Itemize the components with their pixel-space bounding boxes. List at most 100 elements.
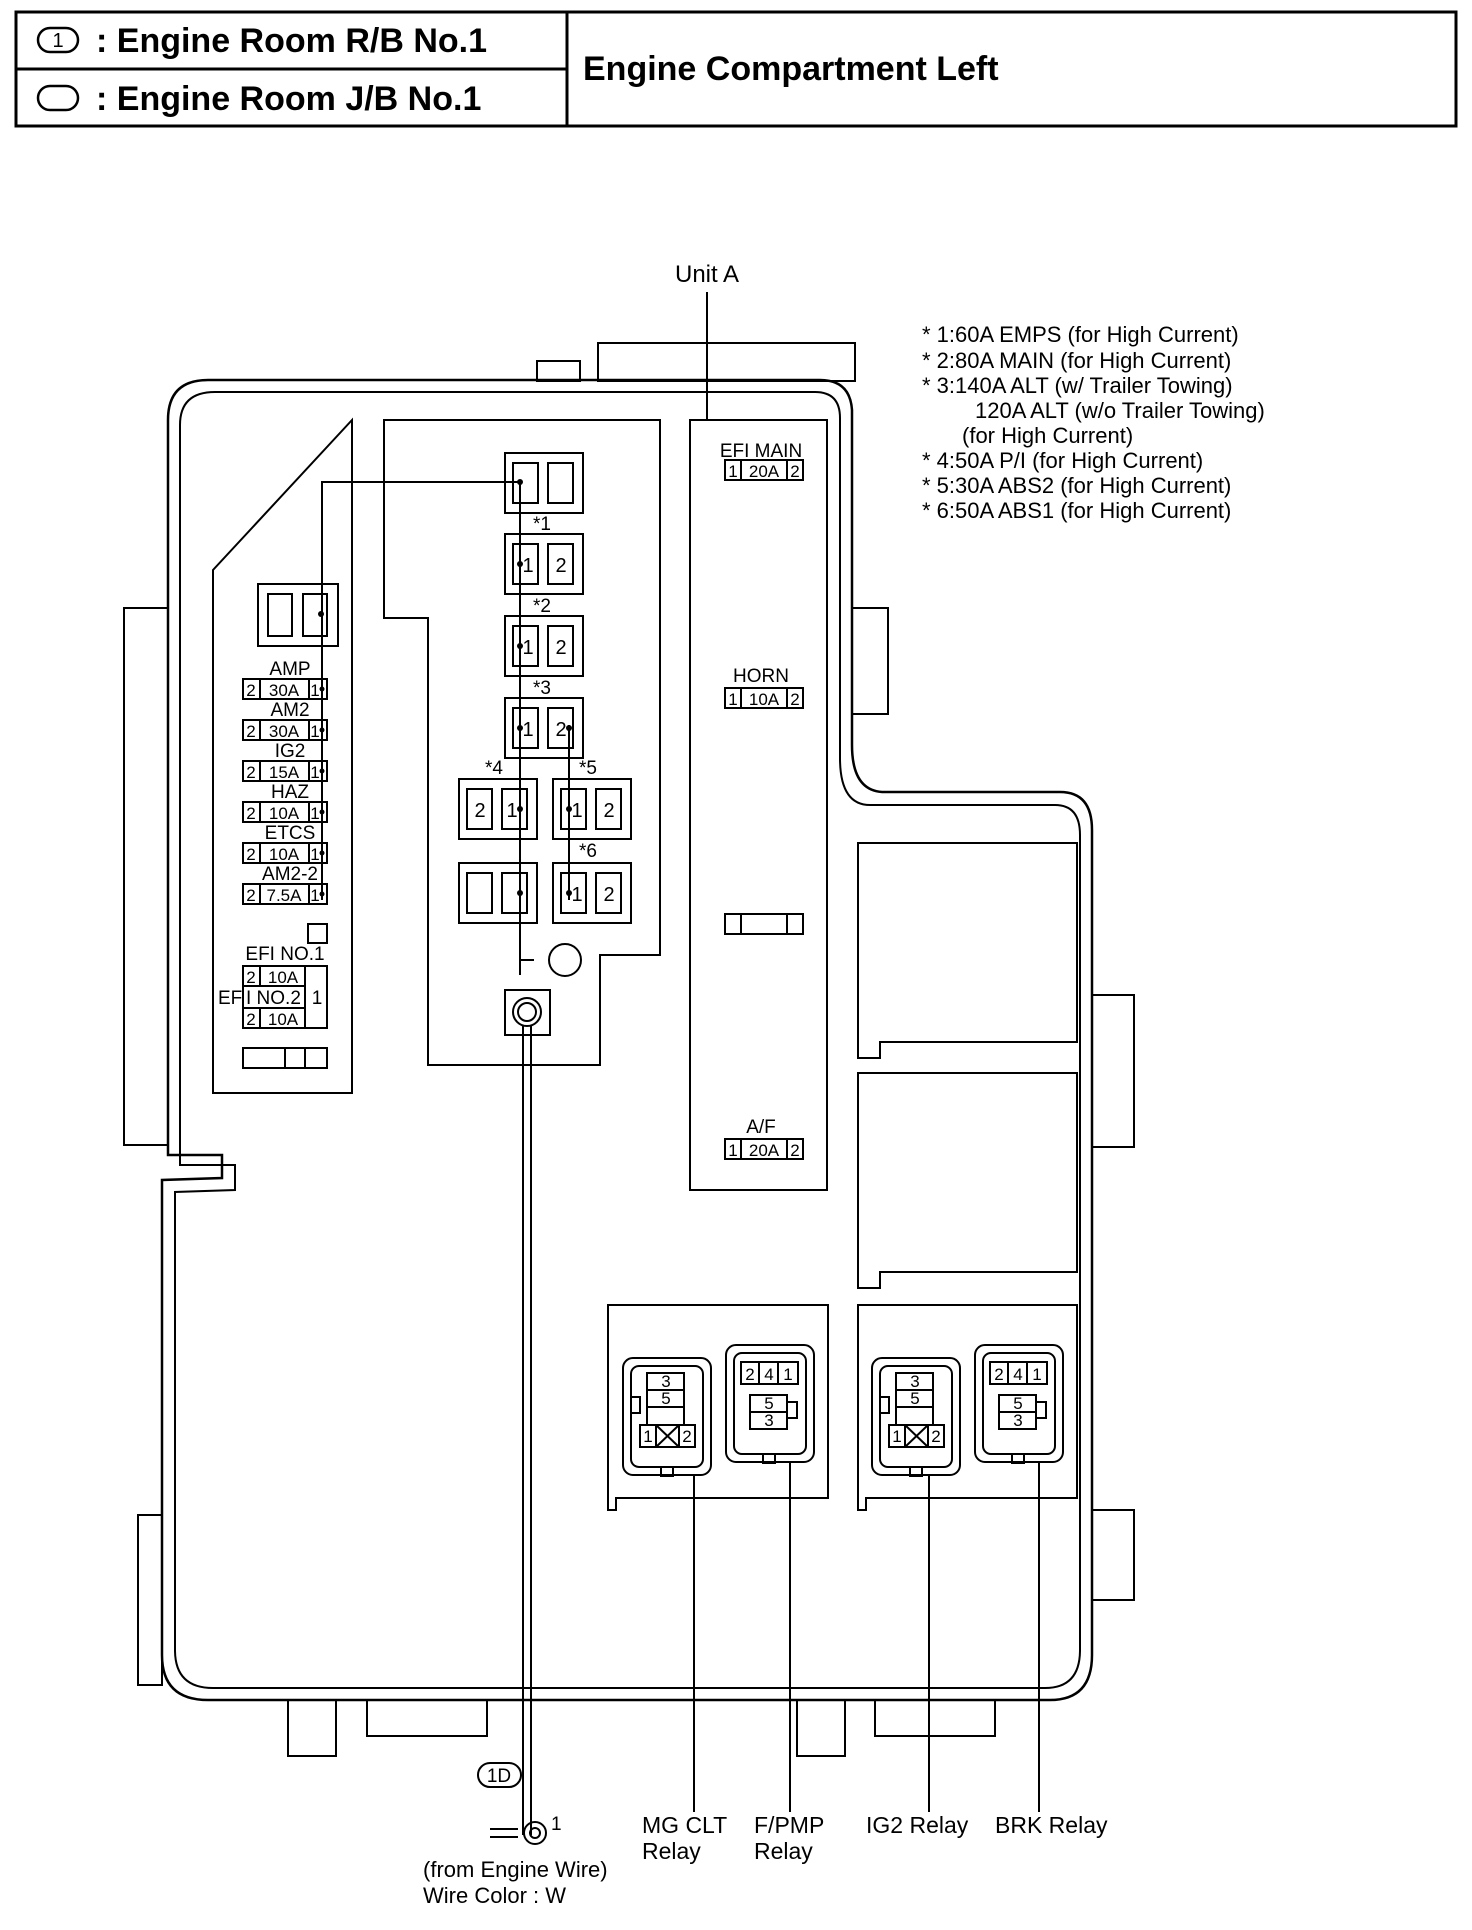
fuse-pin-right: 2 xyxy=(790,1141,799,1160)
relay-pin: 2 xyxy=(745,1365,754,1384)
fuse-pin-right: 2 xyxy=(790,462,799,481)
fusible-link-5: 1 2 xyxy=(552,778,632,840)
mg-clt-relay-label: Relay xyxy=(642,1838,701,1864)
mg-clt-relay: 3 5 1 2 xyxy=(622,1357,712,1812)
ig2-relay-label: IG2 Relay xyxy=(866,1812,969,1838)
fuse-amperage: 20A xyxy=(749,1141,780,1160)
efi-no1-pin: 2 xyxy=(246,968,255,987)
relay-pin: 1 xyxy=(643,1427,652,1446)
fuse-pin-left: 1 xyxy=(728,690,737,709)
unit-a-panel: EFI MAIN 1 20A 2 HORN 1 10A 2 A/F 1 20A … xyxy=(689,419,828,1191)
ground-pin: 1 xyxy=(551,1814,562,1835)
efi-common-pin: 1 xyxy=(312,988,323,1009)
relay-pin: 4 xyxy=(1013,1365,1022,1384)
pin-label: 1 xyxy=(522,719,533,741)
fuse-amperage: 15A xyxy=(269,763,300,782)
note-line: * 5:30A ABS2 (for High Current) xyxy=(922,473,1231,498)
fuse-amp: AMP 2 30A 1 xyxy=(242,659,328,700)
fuse-haz: HAZ 2 10A 1 xyxy=(242,782,328,823)
relay-bays xyxy=(607,1304,1078,1511)
relay-pin: 1 xyxy=(783,1365,792,1384)
fuse-name: AM2 xyxy=(270,700,309,721)
note-line: * 4:50A P/I (for High Current) xyxy=(922,448,1203,473)
pin-label: 1 xyxy=(506,800,517,822)
rb-label: : Engine Room R/B No.1 xyxy=(96,22,487,60)
relay-pin: 5 xyxy=(910,1389,919,1408)
fusible-link-1: 1 2 xyxy=(504,533,584,595)
efi-no2-label-b: I NO.2 xyxy=(246,988,301,1009)
fuse-pin-right: 2 xyxy=(790,690,799,709)
pin-label: 2 xyxy=(603,800,614,822)
relay-pin: 5 xyxy=(661,1389,670,1408)
pin-label: 2 xyxy=(474,800,485,822)
ground-source: (from Engine Wire) xyxy=(423,1857,608,1882)
relay-pin: 4 xyxy=(764,1365,773,1384)
note-line: * 3:140A ALT (w/ Trailer Towing) xyxy=(922,373,1233,398)
ig2-relay: 3 5 1 2 xyxy=(871,1357,961,1812)
fusible-link-star: *3 xyxy=(533,678,551,699)
relay-pin: 1 xyxy=(1032,1365,1041,1384)
fusible-link-star: *6 xyxy=(579,841,597,862)
brk-relay-label: BRK Relay xyxy=(995,1812,1108,1838)
relay-pin: 3 xyxy=(661,1372,670,1391)
relay-pin: 3 xyxy=(1013,1411,1022,1430)
unit-a-fuse-name: A/F xyxy=(746,1117,776,1138)
connector-1d-icon xyxy=(477,1762,522,1788)
fuse-pin-right: 1 xyxy=(310,722,319,741)
pin-label: 2 xyxy=(555,719,566,741)
left-fuse-panel xyxy=(212,417,353,1094)
relay-pin: 3 xyxy=(910,1372,919,1391)
fuse-pin-left: 2 xyxy=(246,722,255,741)
pin-label: 2 xyxy=(555,555,566,577)
fuse-pin-right: 1 xyxy=(310,804,319,823)
fuse-pin-right: 1 xyxy=(310,845,319,864)
connector-1d-label: 1D xyxy=(487,1766,511,1787)
spare-slot xyxy=(458,862,538,924)
relay-labels: MG CLT Relay F/PMP Relay IG2 Relay BRK R… xyxy=(642,1812,1108,1864)
wire-color: Wire Color : W xyxy=(423,1883,566,1908)
fuse-pin-left: 2 xyxy=(246,804,255,823)
header-table: 1 : Engine Room R/B No.1 : Engine Room J… xyxy=(14,10,1458,128)
relay-pin: 1 xyxy=(892,1427,901,1446)
efi-no2-pin: 2 xyxy=(246,1010,255,1029)
fpmp-relay-label: Relay xyxy=(754,1838,813,1864)
note-line: * 2:80A MAIN (for High Current) xyxy=(922,348,1231,373)
efi-no2-label-a: EF xyxy=(218,988,242,1009)
rb-symbol-number: 1 xyxy=(52,30,63,52)
fuse-name: AMP xyxy=(269,659,310,680)
fuse-name: AM2-2 xyxy=(262,864,318,885)
relay-pin: 2 xyxy=(931,1427,940,1446)
unit-a-fuse-name: HORN xyxy=(733,666,789,687)
jb-label: : Engine Room J/B No.1 xyxy=(96,80,481,118)
fuse-pin-right: 1 xyxy=(310,681,319,700)
unit-a-label: Unit A xyxy=(675,261,739,288)
fpmp-relay: 2 4 1 5 3 xyxy=(725,1344,815,1812)
fuse-amperage: 10A xyxy=(269,804,300,823)
fuse-am2-2: AM2-2 2 7.5A 1 xyxy=(242,864,328,905)
fuse-pin-left: 1 xyxy=(728,462,737,481)
fuse-name: IG2 xyxy=(275,741,306,762)
fuse-am2: AM2 2 30A 1 xyxy=(242,700,328,741)
rb-symbol-icon xyxy=(36,26,80,54)
pin-label: 1 xyxy=(522,555,533,577)
fuse-pin-left: 2 xyxy=(246,886,255,905)
fuse-amperage: 30A xyxy=(269,722,300,741)
fusible-link-3: 1 2 xyxy=(504,697,584,759)
fusible-link-6: 1 2 xyxy=(552,862,632,924)
fuse-pin-left: 2 xyxy=(246,845,255,864)
relay-pin: 2 xyxy=(994,1365,1003,1384)
brk-relay: 2 4 1 5 3 xyxy=(974,1344,1064,1812)
efi-fuse-group: EFI NO.1 2 10A EF I NO.2 2 10A 1 xyxy=(218,923,328,1069)
mg-clt-relay-label: MG CLT xyxy=(642,1812,727,1838)
fuse-amperage: 20A xyxy=(749,462,780,481)
fusible-link-2: 1 2 xyxy=(504,615,584,677)
efi-no1-amp: 10A xyxy=(268,968,299,987)
efi-no2-amp: 10A xyxy=(268,1010,299,1029)
ground-terminal-box xyxy=(504,989,551,1036)
relay-pin: 2 xyxy=(682,1427,691,1446)
fuse-pin-right: 1 xyxy=(310,886,319,905)
pin-label: 1 xyxy=(571,800,582,822)
notes: * 1:60A EMPS (for High Current) * 2:80A … xyxy=(922,322,1265,523)
fusible-link-star: *1 xyxy=(533,514,551,535)
